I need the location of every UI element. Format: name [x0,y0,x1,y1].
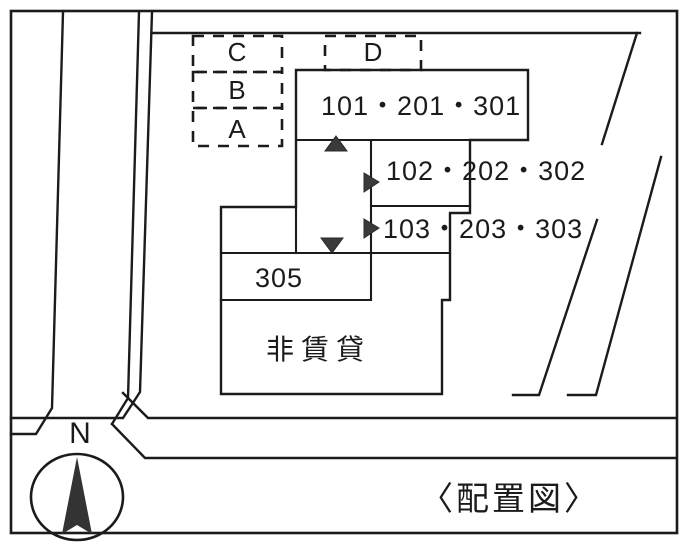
block-outlines [191,34,423,148]
road-network [9,10,678,460]
entrance-markers [320,135,380,254]
compass-north-label: N [69,417,91,450]
block-a-label: A [228,114,246,144]
block-b-label: B [228,75,245,105]
block-a-outline[interactable] [191,106,284,148]
block-d-outline[interactable] [323,34,423,72]
road-right-inner-diagonal [511,218,599,397]
unit-room-305-label: 305 [255,263,303,293]
unit-row-101-201-301-label: 101・201・301 [321,91,521,121]
road-bottom-upper-edge [121,391,678,420]
page-title: 〈配置図〉 [420,480,600,517]
drawing-frame [9,9,679,535]
block-c-label: C [228,37,247,67]
entrance-marker-right-lower[interactable] [363,218,380,239]
road-bottom-lower-edge [110,422,678,460]
block-d-label: D [364,37,383,67]
road-frontage-edge [9,10,154,420]
unit-row-102-202-302-label: 102・202・302 [386,156,586,186]
road-left-inner-edge [110,10,141,426]
compass-needle [62,457,92,534]
entrance-marker-right-upper[interactable] [363,172,380,193]
unit-row-103-203-303-label: 103・203・303 [383,214,583,244]
road-right-outer-diagonal [566,155,663,397]
compass-ring [29,452,125,542]
entrance-marker-up[interactable] [324,135,348,152]
area-non-rental-label: 非賃貸 [266,334,371,365]
road-left-outer-edge [9,10,65,436]
entrance-marker-down[interactable] [320,237,344,254]
road-right-upper-diagonal [600,31,639,146]
compass-north-icon: N [29,417,125,542]
